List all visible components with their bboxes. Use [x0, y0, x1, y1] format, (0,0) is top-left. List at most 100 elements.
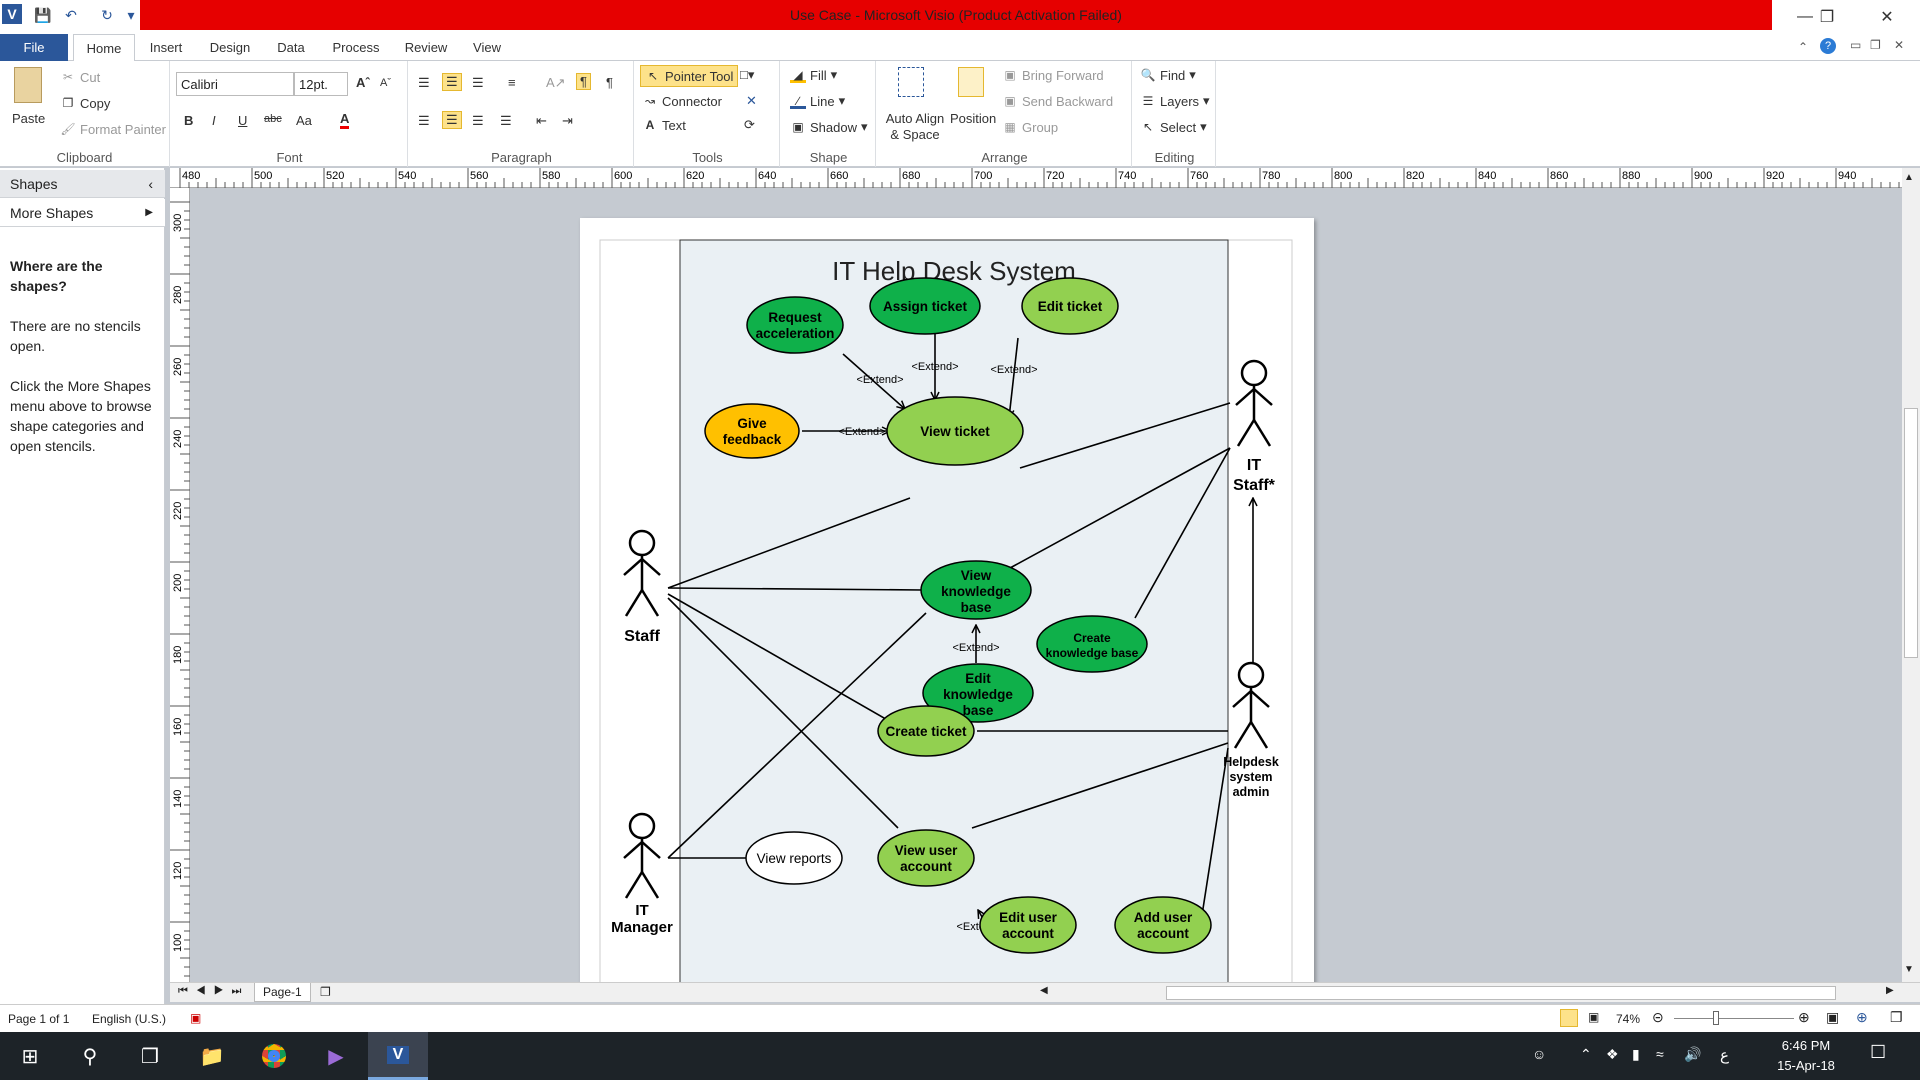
align-center-icon[interactable]: ☰	[442, 111, 462, 129]
scroll-down-icon[interactable]: ▼	[1904, 964, 1914, 975]
zoom-out-icon[interactable]: ⊝	[1652, 1009, 1664, 1025]
assoc-staff-viewkb[interactable]	[667, 587, 924, 591]
use-case-diagram[interactable]: IT Help Desk System	[580, 218, 1314, 982]
tab-process[interactable]: Process	[332, 40, 380, 55]
align-middle-icon[interactable]: ☰	[442, 73, 462, 91]
bring-forward-button[interactable]: ▣Bring Forward	[1002, 67, 1103, 83]
windows-start-icon[interactable]: ⊞	[21, 1045, 39, 1068]
bullets-icon[interactable]: ≡	[508, 75, 516, 90]
page-tab[interactable]: Page-1	[254, 983, 311, 1002]
assoc-itstaff-createkb[interactable]	[1134, 447, 1231, 619]
collapse-chevron-icon[interactable]: ‹	[148, 175, 153, 192]
visio-taskbar-icon[interactable]: V	[368, 1032, 428, 1080]
undo-icon[interactable]: ↶	[65, 6, 77, 23]
dropbox-icon[interactable]: ❖	[1606, 1046, 1619, 1062]
minimize-button[interactable]: —	[1797, 8, 1813, 25]
zoom-slider-thumb[interactable]	[1713, 1011, 1719, 1025]
assoc-manager-viewkb[interactable]	[667, 612, 927, 859]
battery-icon[interactable]: ▮	[1632, 1046, 1640, 1062]
align-right-icon[interactable]: ☰	[472, 113, 484, 128]
scroll-left-icon[interactable]: ◀	[1040, 985, 1048, 996]
switch-windows-icon[interactable]: ❐	[1890, 1009, 1903, 1025]
delete-connector-icon[interactable]: ✕	[746, 93, 757, 108]
assoc-staff-viewticket[interactable]	[667, 497, 911, 589]
pan-zoom-icon[interactable]: ⊕	[1856, 1009, 1868, 1025]
font-color-button[interactable]: A	[340, 111, 350, 129]
decrease-indent-icon[interactable]: ⇤	[536, 113, 547, 128]
insert-page-icon[interactable]: ❐	[320, 985, 331, 999]
connector-button[interactable]: ↝Connector	[642, 93, 722, 109]
chrome-icon[interactable]	[244, 1032, 304, 1080]
presentation-mode-icon[interactable]: ▣	[1588, 1010, 1600, 1024]
change-case-button[interactable]: Aa	[296, 113, 312, 128]
rotate-text-icon[interactable]: ⟳	[744, 117, 755, 132]
doc-close-icon[interactable]: ✕	[1894, 38, 1905, 52]
group-button[interactable]: ▦Group	[1002, 119, 1058, 135]
shapes-header[interactable]: Shapes‹	[0, 170, 165, 198]
tab-file[interactable]: File	[0, 34, 68, 61]
actor-helpdesk-admin[interactable]	[1232, 661, 1270, 749]
usecase-view-user[interactable]	[877, 829, 975, 887]
auto-align-icon[interactable]	[898, 67, 924, 97]
scroll-right-icon[interactable]: ▶	[1886, 985, 1894, 996]
bold-button[interactable]: B	[184, 113, 194, 128]
assoc-itstaff-viewkb[interactable]	[1009, 447, 1231, 569]
text-direction-icon[interactable]: A↗	[546, 75, 566, 90]
people-icon[interactable]: ☺	[1532, 1046, 1547, 1062]
assoc-staff-createticket[interactable]	[667, 593, 899, 727]
tab-home[interactable]: Home	[73, 34, 135, 62]
auto-align-button[interactable]: Auto Align & Space	[885, 111, 945, 142]
save-icon[interactable]: 💾	[34, 6, 52, 23]
actor-it-manager[interactable]	[623, 812, 661, 899]
more-shapes-menu[interactable]: More Shapes▶	[0, 199, 165, 227]
paragraph-rtl-icon[interactable]: ¶	[606, 75, 613, 90]
usecase-edit-ticket[interactable]	[1021, 277, 1119, 335]
strikethrough-button[interactable]: abc	[264, 113, 282, 125]
usecase-edit-kb[interactable]	[922, 663, 1034, 723]
show-hidden-icons[interactable]: ⌃	[1580, 1046, 1592, 1062]
macro-record-icon[interactable]: ▣	[190, 1011, 202, 1025]
wifi-icon[interactable]: ≈	[1656, 1046, 1664, 1062]
customize-qat-icon[interactable]: ▾	[127, 6, 135, 23]
align-bottom-icon[interactable]: ☰	[472, 75, 484, 90]
zoom-in-icon[interactable]: ⊕	[1798, 1009, 1810, 1025]
usecase-add-user[interactable]	[1114, 896, 1212, 954]
cut-button[interactable]: ✂Cut	[60, 69, 100, 85]
paste-icon[interactable]	[14, 67, 42, 103]
clock-time[interactable]: 6:46 PM	[1781, 1038, 1831, 1053]
usecase-give-feedback[interactable]	[704, 403, 800, 459]
usecase-create-ticket[interactable]	[877, 705, 975, 757]
underline-button[interactable]: U	[238, 113, 248, 128]
rectangle-tool-icon[interactable]: □▾	[740, 67, 755, 82]
actor-it-staff[interactable]	[1235, 359, 1273, 447]
font-size-select[interactable]: 12pt.	[294, 72, 348, 96]
file-explorer-icon[interactable]: 📁	[199, 1045, 225, 1068]
diagram-title[interactable]: IT Help Desk System	[832, 256, 1076, 286]
increase-indent-icon[interactable]: ⇥	[562, 113, 573, 128]
extend-edit[interactable]	[1009, 337, 1019, 418]
doc-restore-icon[interactable]: ❐	[1870, 38, 1881, 52]
grow-font-icon[interactable]: Aˆ	[356, 75, 370, 90]
line-button[interactable]: ∕Line▾	[790, 93, 845, 109]
input-language[interactable]: ع	[1720, 1047, 1729, 1064]
assoc-itstaff-viewticket[interactable]	[1019, 402, 1231, 469]
justify-icon[interactable]: ☰	[500, 113, 512, 128]
zoom-slider[interactable]	[1674, 1018, 1794, 1019]
help-icon[interactable]: ?	[1820, 38, 1836, 54]
tab-view[interactable]: View	[473, 40, 501, 55]
fit-page-icon[interactable]: ▣	[1826, 1009, 1840, 1025]
shrink-font-icon[interactable]: Aˇ	[380, 77, 391, 89]
copy-button[interactable]: ❐Copy	[60, 95, 111, 111]
assoc-admin-viewuser[interactable]	[971, 742, 1229, 829]
find-button[interactable]: 🔍Find▾	[1140, 67, 1196, 83]
align-left-icon[interactable]: ☰	[418, 113, 430, 128]
tab-review[interactable]: Review	[404, 40, 448, 55]
visual-studio-icon[interactable]: ▶	[328, 1045, 344, 1068]
full-page-view-icon[interactable]	[1560, 1009, 1578, 1027]
language-status[interactable]: English (U.S.)	[92, 1012, 167, 1026]
tab-insert[interactable]: Insert	[149, 40, 183, 55]
close-button[interactable]: ✕	[1880, 9, 1894, 26]
usecase-edit-user[interactable]	[979, 896, 1077, 954]
usecase-assign-ticket[interactable]	[869, 277, 981, 335]
